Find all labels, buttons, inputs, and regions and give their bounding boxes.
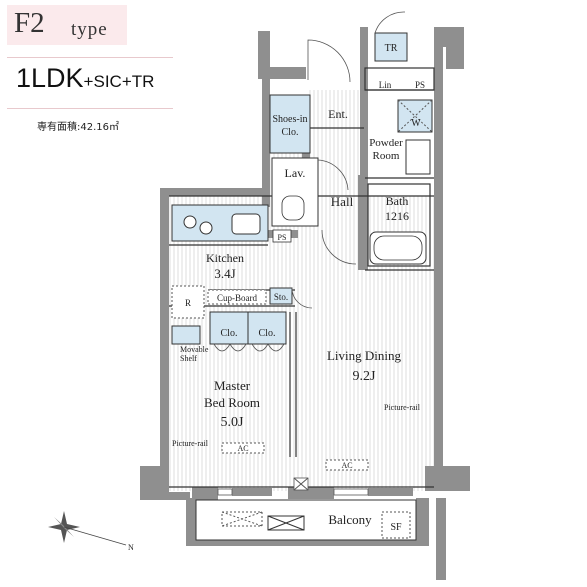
washer-space: [397, 99, 433, 133]
type-badge: F2 type: [7, 5, 127, 45]
clo-label-2: Clo.: [259, 328, 276, 339]
layout-main: 1LDK: [16, 63, 84, 93]
lav-label: Lav.: [285, 166, 306, 180]
ac-right-box: [325, 459, 369, 471]
header-divider-top: [7, 57, 173, 58]
bath-label-1: Bath: [386, 194, 409, 208]
ac-right-label: AC: [341, 461, 352, 470]
sf-label: SF: [390, 522, 402, 533]
toilet: [281, 195, 305, 221]
master-label-3: 5.0J: [221, 415, 245, 430]
tr-closet: [374, 32, 408, 62]
r-label: R: [185, 298, 191, 308]
floor-area: 専有面積:42.16㎡: [37, 122, 119, 133]
stove-burner-1: [183, 215, 197, 229]
balcony-unit-1-cross-b: [221, 511, 263, 527]
ac-left-box: [221, 442, 265, 454]
type-code: F2: [14, 7, 45, 39]
master-label-1: Master: [214, 378, 251, 393]
living-label-1: Living Dining: [327, 348, 402, 363]
ps-mid-box: [272, 229, 292, 243]
fridge-space: [171, 285, 205, 319]
shoes-in-closet: [269, 94, 311, 154]
kitchen-label-1: Kitchen: [206, 251, 244, 265]
lav-door-arc: [317, 159, 349, 191]
movable-label-2: Shelf: [180, 354, 197, 363]
window-cross-b: [293, 477, 309, 491]
header-divider-bottom: [7, 108, 173, 109]
sf-box: [381, 511, 411, 539]
compass-needle: [63, 526, 127, 546]
compass-n-label: N: [128, 543, 134, 552]
ac-left-label: AC: [237, 444, 248, 453]
stove-burner-2: [199, 221, 213, 235]
picture-rail-right: Picture-rail: [384, 403, 421, 412]
living-label-2: 9.2J: [353, 369, 377, 384]
powder-label-1: Powder: [369, 137, 403, 149]
balcony-label: Balcony: [328, 512, 372, 527]
w-label: W: [411, 118, 421, 129]
sto-door-arc: [291, 287, 313, 309]
sto-closet: [269, 287, 293, 305]
powder-label-2: Room: [373, 150, 400, 162]
kitchen-label-2: 3.4J: [214, 266, 235, 281]
powder-sink: [405, 139, 431, 175]
compass: N: [48, 511, 134, 552]
picture-rail-left: Picture-rail: [172, 439, 209, 448]
cupboard: [207, 289, 267, 305]
tr-label: TR: [385, 43, 398, 54]
shoes-in-label-1: Shoes-in: [273, 114, 308, 125]
hall-label: Hall: [331, 194, 354, 209]
entrance-door-arc: [307, 39, 351, 83]
movable-label-1: Movable: [180, 345, 209, 354]
balcony-unit-2-cross-b: [267, 515, 305, 531]
ent-label: Ent.: [328, 107, 348, 121]
layout-title: 1LDK+SIC+TR: [16, 63, 154, 94]
ps-top-label: PS: [415, 80, 425, 90]
type-word: type: [71, 19, 108, 40]
kitchen-sink: [231, 213, 261, 235]
movable-shelf: [171, 325, 201, 345]
lin-label: Lin: [379, 80, 392, 90]
bath-label-2: 1216: [385, 209, 409, 223]
ps-mid-label: PS: [278, 233, 287, 242]
shoes-in-label-2: Clo.: [282, 127, 299, 138]
master-label-2: Bed Room: [204, 395, 260, 410]
bathtub-inner: [373, 235, 423, 261]
cupboard-label: Cup-Board: [217, 293, 257, 303]
hall-door-arc: [321, 229, 357, 265]
layout-extras: +SIC+TR: [83, 72, 155, 91]
clo-label-1: Clo.: [221, 328, 238, 339]
tr-door-arc: [374, 11, 406, 34]
sto-label: Sto.: [274, 292, 288, 302]
closet-doors: [213, 343, 285, 352]
walls: [140, 27, 470, 580]
